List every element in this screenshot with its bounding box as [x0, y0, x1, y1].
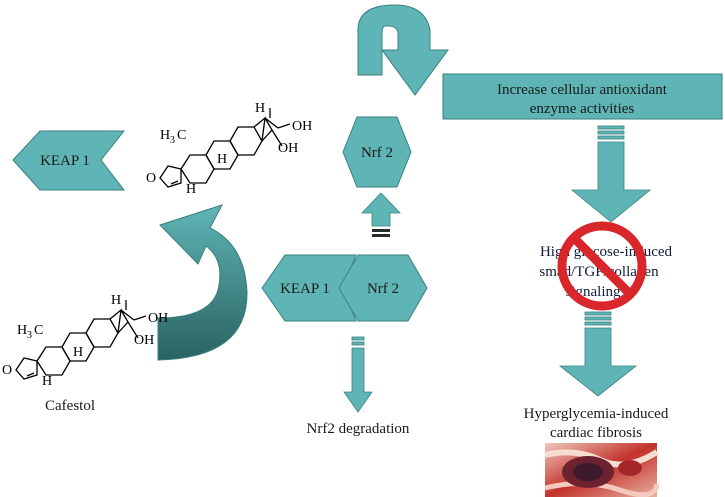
cafestol-label: Cafestol: [45, 398, 95, 414]
svg-text:H: H: [111, 293, 121, 308]
nrf2-hexagon-top: [342, 116, 412, 188]
svg-text:C: C: [177, 128, 186, 143]
keap1-left-label: KEAP 1: [40, 153, 90, 169]
cafestol-labels-bottom: H 3 C H H H OH OH O: [2, 293, 168, 389]
svg-text:H: H: [42, 374, 52, 389]
cafestol-structure-top: [159, 108, 291, 188]
down-arrow-antioxidant: [570, 125, 652, 223]
antioxidant-box: [442, 73, 723, 120]
degradation-label: Nrf2 degradation: [307, 421, 410, 437]
svg-text:OH: OH: [148, 311, 168, 326]
svg-text:OH: OH: [278, 141, 298, 156]
svg-text:H: H: [255, 101, 265, 116]
svg-text:O: O: [2, 363, 12, 378]
cafestol-labels-top: H 3 C H H H OH OH O: [146, 101, 312, 197]
down-arrow-degradation: [343, 336, 373, 413]
histology-image: [544, 443, 660, 497]
svg-text:3: 3: [27, 330, 32, 341]
prohibition-sign: [557, 221, 647, 311]
svg-text:3: 3: [170, 135, 175, 146]
svg-text:H: H: [186, 182, 196, 197]
antioxidant-label-1: Increase cellular antioxidant: [497, 82, 668, 98]
cafestol-structure-bottom: [15, 300, 147, 380]
antioxidant-label-2: enzyme activities: [530, 101, 635, 117]
svg-text:H: H: [73, 345, 83, 360]
svg-text:H: H: [17, 323, 27, 338]
keap1-chevron-left: [12, 130, 126, 191]
svg-text:H: H: [217, 152, 227, 167]
svg-text:O: O: [146, 171, 156, 186]
svg-text:H: H: [160, 128, 170, 143]
svg-text:OH: OH: [134, 333, 154, 348]
curved-arrow: [157, 204, 248, 361]
svg-text:OH: OH: [292, 119, 312, 134]
keap1-bottom-label: KEAP 1: [280, 281, 330, 297]
nrf2-top-label: Nrf 2: [361, 145, 393, 161]
svg-text:C: C: [34, 323, 43, 338]
uturn-arrow: [357, 4, 449, 96]
signaling-label-2: smad/TGF/collagen: [539, 264, 659, 280]
nrf2-bottom-label: Nrf 2: [367, 281, 399, 297]
up-arrow-nrf2: [361, 192, 401, 237]
nrf2-hexagon-bottom: [338, 254, 428, 322]
down-arrow-fibrosis: [558, 311, 638, 397]
fibrosis-label-2: cardiac fibrosis: [550, 425, 642, 441]
fibrosis-label-1: Hyperglycemia-induced: [524, 406, 669, 422]
